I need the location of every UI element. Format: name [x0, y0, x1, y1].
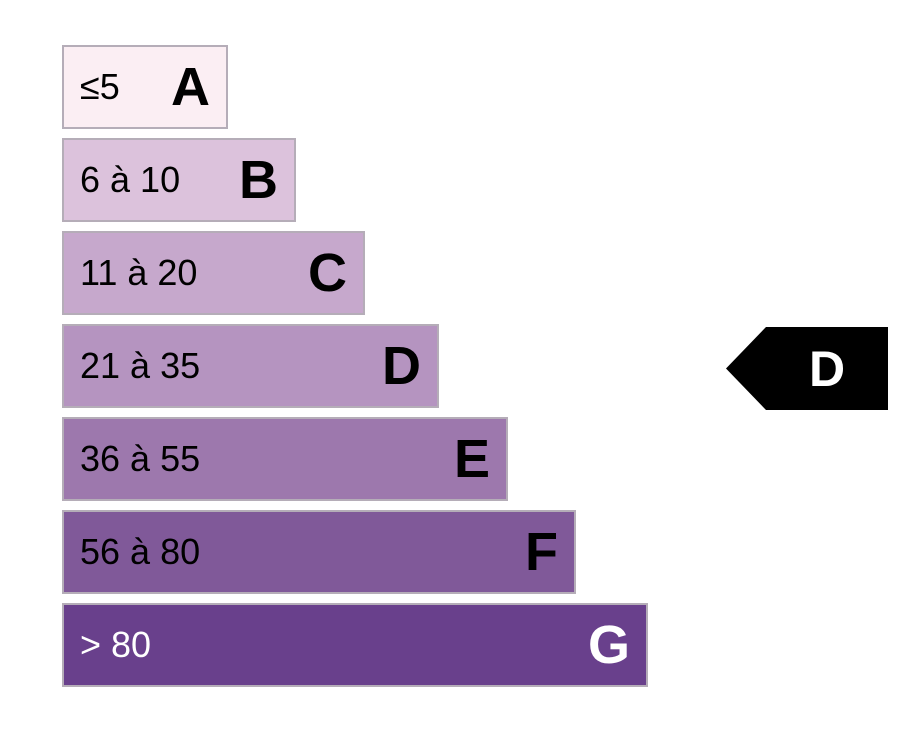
current-class-indicator: D — [726, 327, 888, 410]
class-bar-e: 36 à 55 E — [62, 417, 508, 501]
arrow-pointer-icon — [726, 327, 888, 410]
class-range-label: > 80 — [80, 624, 152, 665]
class-letter: C — [308, 243, 347, 303]
class-bar-c: 11 à 20 C — [62, 231, 365, 315]
class-letter: G — [587, 615, 630, 675]
class-range-label: 6 à 10 — [80, 159, 181, 200]
class-bar-d: 21 à 35 D — [62, 324, 439, 408]
class-bar-a: ≤5 A — [62, 45, 228, 129]
class-bar-b: 6 à 10 B — [62, 138, 296, 222]
class-letter: B — [239, 150, 278, 210]
class-letter: F — [525, 522, 558, 582]
class-range-label: 36 à 55 — [80, 438, 201, 479]
class-letter: E — [453, 429, 490, 489]
indicator-letter: D — [808, 340, 846, 397]
class-range-label: ≤5 — [80, 66, 120, 107]
class-letter: A — [171, 57, 210, 117]
class-range-label: 56 à 80 — [80, 531, 201, 572]
class-bar-f: 56 à 80 F — [62, 510, 576, 594]
class-range-label: 21 à 35 — [80, 345, 201, 386]
class-bar-g: > 80 G — [62, 603, 648, 687]
class-letter: D — [382, 336, 421, 396]
class-range-label: 11 à 20 — [80, 252, 198, 293]
